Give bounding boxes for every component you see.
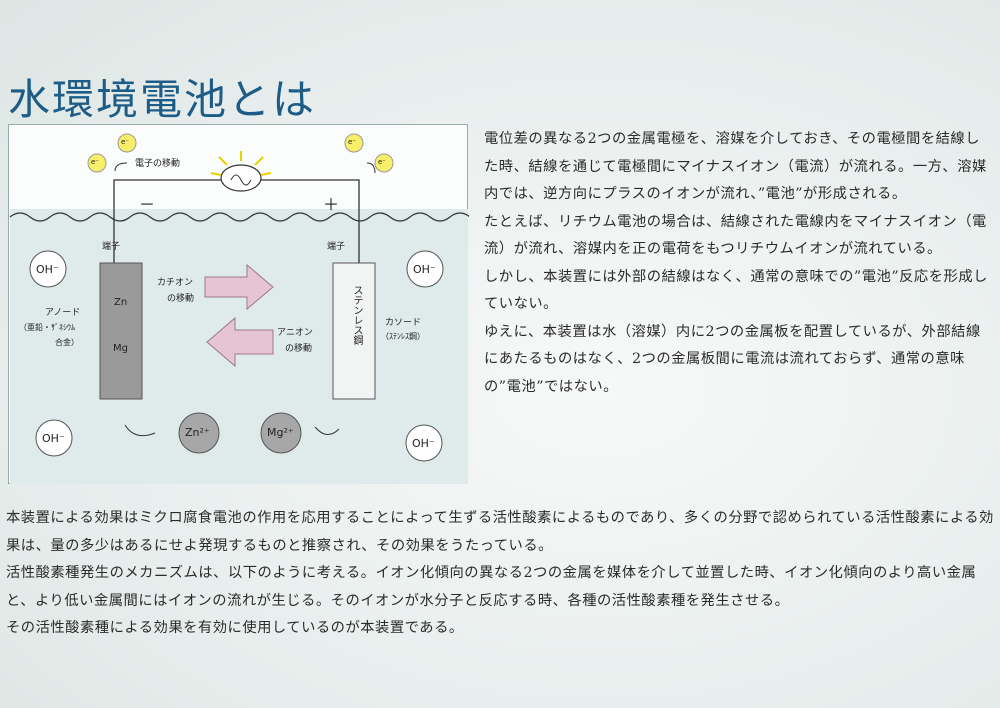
plus-sign: ＋ [323,195,340,214]
hydroxide-ion-icon [29,250,444,462]
terminal-left-label: 端子 [102,242,121,252]
anode-sub-label: （亜鉛・ｻﾞﾈｼｳﾑ [19,323,75,332]
electron-arrow-left [114,162,128,172]
electron-label: e⁻ [378,158,387,166]
wire-left [113,179,224,263]
explanation-paragraph: しかし、本装置には外部の結線はなく、通常の意味での”電池”反応を形成していない。 [484,268,988,313]
explanation-paragraph: ゆえに、本装置は水（溶媒）内に2つの金属板を配置しているが、外部結線にあたるもの… [484,323,981,395]
explanation-text: 電位差の異なる2つの金属電極を、溶媒を介しておき、その電極間を結線した時、結線を… [484,126,992,401]
diagram-graphics [9,133,469,484]
cation-move-label: の移動 [167,294,195,304]
body-text: 本装置による効果はミクロ腐食電池の作用を応用することによって生ずる活性酸素による… [6,505,994,643]
water-surface [9,212,469,222]
cathode-plate [332,262,376,400]
electron-label: e⁻ [91,158,100,166]
oh-label: OH⁻ [42,432,65,445]
anode-plate [99,262,143,400]
electron-label: e⁻ [348,138,357,146]
steel-label: ステンレス鋼 [351,285,362,345]
electron-arrow-right [366,162,376,174]
anode-label: アノード [45,308,81,318]
oh-label: OH⁻ [412,437,435,450]
zinc-ion-label: Zn²⁺ [185,426,210,439]
anode-sub-label-2: 合金） [55,338,79,347]
explanation-paragraph: たとえば、リチウム電池の場合は、結線された電線内をマイナスイオン（電流）が流れ、… [484,213,987,258]
ion-arrow-1 [124,424,156,437]
water-battery-diagram: 電子の移動 e⁻ e⁻ e⁻ e⁻ － ＋ 端子 端子 OH⁻ OH⁻ OH⁻ … [8,124,469,484]
zinc-ion-icon [178,412,220,454]
page-title: 水環境電池とは [8,75,317,125]
cathode-label: カソード [385,318,422,328]
minus-sign: － [139,195,156,214]
body-paragraph: 活性酸素種発生のメカニズムは、以下のように考える。イオン化傾向の異なる2つの金属… [6,565,977,609]
electron-icon [87,133,394,173]
explanation-paragraph: 電位差の異なる2つの金属電極を、溶媒を介しておき、その電極間を結線した時、結線を… [484,131,987,202]
terminal-right-label: 端子 [327,242,346,252]
magnesium-ion-icon [260,412,302,454]
ion-arrow-2 [314,426,340,435]
electron-label: e⁻ [121,138,130,146]
body-paragraph: その活性酸素種による効果を有効に使用しているのが本装置である。 [6,620,464,636]
electron-move-label: 電子の移動 [135,159,181,169]
magnesium-label: Mg [113,343,128,354]
body-paragraph: 本装置による効果はミクロ腐食電池の作用を応用することによって生ずる活性酸素による… [6,510,994,554]
cathode-sub-label: （ｽﾃﾝﾚｽ鋼） [381,332,425,341]
anion-arrow [206,316,274,368]
light-bulb-icon [210,151,272,192]
anion-move-label: の移動 [285,344,313,354]
oh-label: OH⁻ [413,263,436,276]
magnesium-ion-label: Mg²⁺ [267,426,294,439]
cation-arrow [204,263,274,311]
cation-label: カチオン [157,278,194,288]
wire-right [259,179,360,263]
oh-label: OH⁻ [36,263,59,276]
zinc-label: Zn [114,297,128,308]
anion-label: アニオン [277,328,313,338]
